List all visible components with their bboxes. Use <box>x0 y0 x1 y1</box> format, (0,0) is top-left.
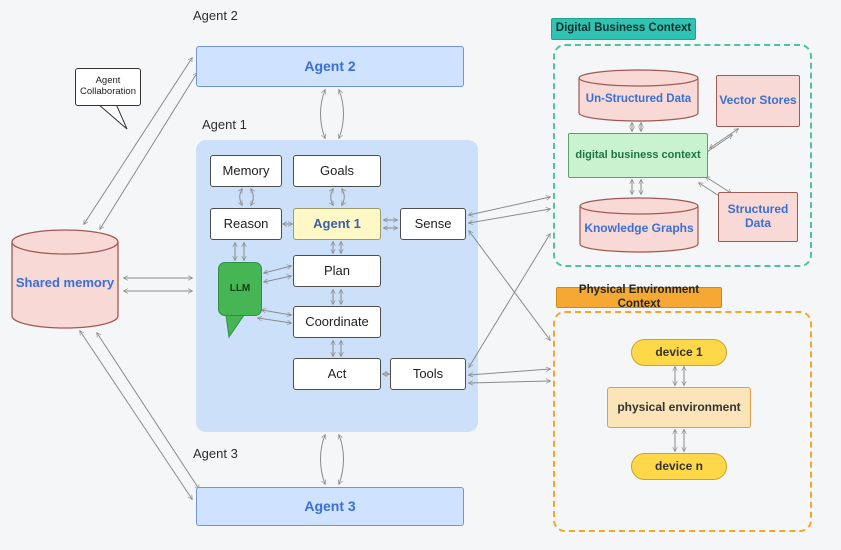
unstructured-data-cylinder: Un-Structured Data <box>577 68 700 123</box>
tools-node: Tools <box>390 358 466 390</box>
plan-node: Plan <box>293 255 381 287</box>
cylinder-shape <box>579 197 699 253</box>
cylinder-shape <box>578 69 699 122</box>
digital-context-hub: digital business context <box>568 133 708 178</box>
act-node: Act <box>293 358 381 390</box>
knowledge-graphs-cylinder: Knowledge Graphs <box>578 196 700 254</box>
llm-bubble: LLM <box>218 262 262 316</box>
agent1-caption: Agent 1 <box>202 117 247 132</box>
agent2-node: Agent 2 <box>196 46 464 87</box>
agent2-caption: Agent 2 <box>193 8 238 23</box>
physical-context-badge: Physical Environment Context <box>556 284 722 310</box>
agent3-node: Agent 3 <box>196 487 464 526</box>
coordinate-node: Coordinate <box>293 306 381 338</box>
unstructured-data-label: Un-Structured Data <box>585 93 692 106</box>
device-n-node: device n <box>631 453 727 480</box>
sense-node: Sense <box>400 208 466 240</box>
shared-memory-label: Shared memory <box>15 274 115 290</box>
structured-data-node: Structured Data <box>718 192 798 242</box>
physical-context-region <box>553 311 812 532</box>
agent-collaboration-callout: Agent Collaboration <box>75 68 141 106</box>
agent1-node: Agent 1 <box>293 208 381 240</box>
device-1-node: device 1 <box>631 339 727 366</box>
physical-environment-node: physical environment <box>607 387 751 428</box>
goals-node: Goals <box>293 155 381 187</box>
memory-node: Memory <box>210 155 282 187</box>
digital-context-badge: Digital Business Context <box>551 18 696 40</box>
knowledge-graphs-label: Knowledge Graphs <box>584 221 694 236</box>
reason-node: Reason <box>210 208 282 240</box>
vector-stores-node: Vector Stores <box>716 75 800 127</box>
digital-context-region <box>553 44 812 267</box>
cylinder-shape <box>11 229 119 329</box>
shared-memory-cylinder: Shared memory <box>10 228 120 330</box>
agent3-caption: Agent 3 <box>193 446 238 461</box>
